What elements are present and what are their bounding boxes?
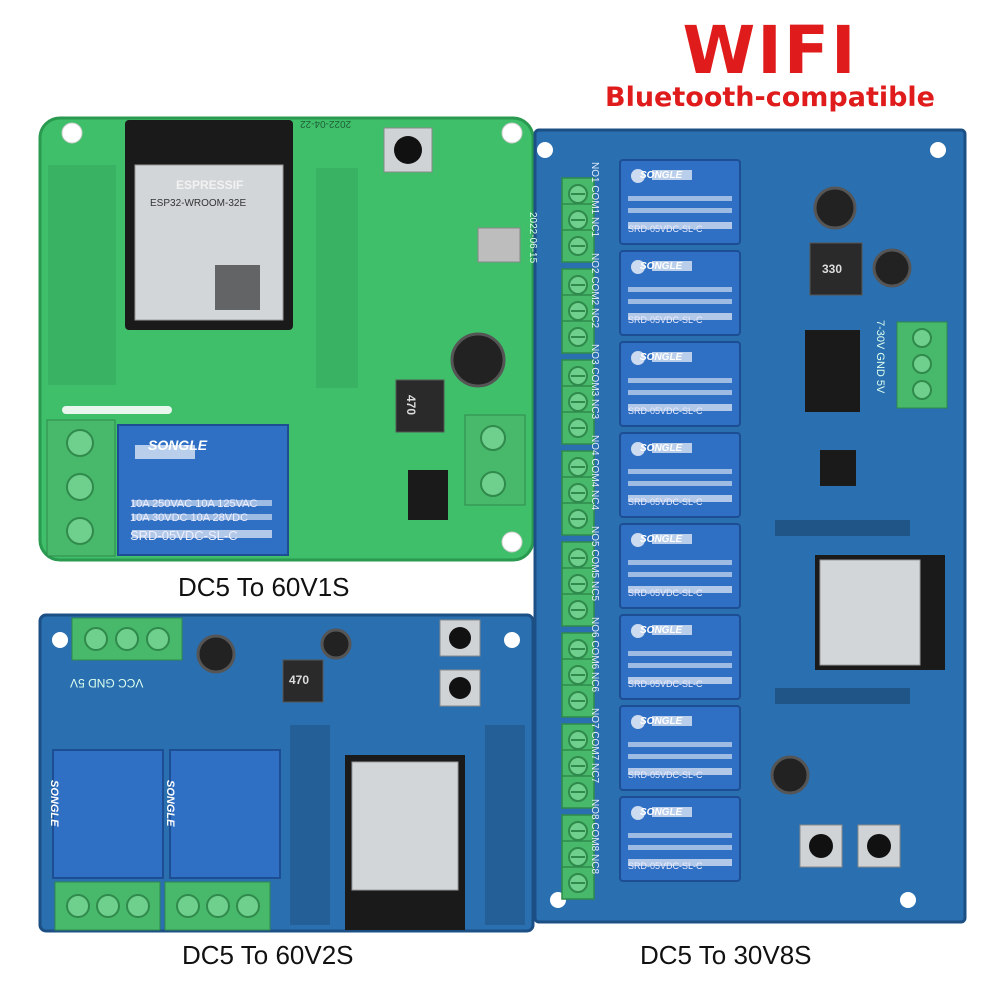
relay-model-8-1: SRD-05VDC-SL-C <box>628 224 703 234</box>
relay-brand-8-5: SONGLE <box>640 534 683 545</box>
relay-brand-2b: SONGLE <box>164 780 176 827</box>
module-model-1: ESP32-WROOM-32E <box>150 198 247 209</box>
relay-model-8-7: SRD-05VDC-SL-C <box>628 770 703 780</box>
headline-wifi: WIFI <box>682 12 858 89</box>
relay-rating-1a: 10A 250VAC 10A 125VAC <box>130 498 258 510</box>
pcb-date-3: 2022-06-15 <box>527 212 538 264</box>
terminal-label-2: NO2 COM2 NC2 <box>589 253 600 329</box>
relay-brand-8-7: SONGLE <box>640 716 683 727</box>
header-label-2: VCC GND 5V <box>70 676 144 690</box>
relay-model-8-2: SRD-05VDC-SL-C <box>628 315 703 325</box>
relay-brand-8-4: SONGLE <box>640 443 683 454</box>
inductor-label-2: 470 <box>289 673 310 687</box>
input-label-3: 7-30V GND 5V <box>874 320 886 394</box>
caption-board-1: DC5 To 60V1S <box>178 572 350 602</box>
caption-board-2: DC5 To 60V2S <box>182 940 354 970</box>
relay-brand-8-1: SONGLE <box>640 170 683 181</box>
relay-brand-8-2: SONGLE <box>640 261 683 272</box>
inductor-label-3: 330 <box>822 262 843 276</box>
relay-brand-8-8: SONGLE <box>640 807 683 818</box>
relay-brand-8-6: SONGLE <box>640 625 683 636</box>
inductor-label-1: 470 <box>404 394 419 416</box>
relay-model-8-5: SRD-05VDC-SL-C <box>628 588 703 598</box>
terminal-label-1: NO1 COM1 NC1 <box>589 162 600 238</box>
relay-model-8-4: SRD-05VDC-SL-C <box>628 497 703 507</box>
module-brand-1: ESPRESSIF <box>176 178 244 192</box>
board-green-1-relay <box>38 116 535 562</box>
relay-rating-1b: 10A 30VDC 10A 28VDC <box>130 512 249 524</box>
terminal-label-8: NO8 COM8 NC8 <box>589 799 600 875</box>
relay-brand-2a: SONGLE <box>48 780 60 827</box>
terminal-label-7: NO7 COM7 NC7 <box>589 708 600 784</box>
terminal-label-6: NO6 COM6 NC6 <box>589 617 600 693</box>
board-blue-2-relay <box>38 613 535 933</box>
pcb-date-1: 2022-04-22 <box>300 118 352 129</box>
board-blue-8-relay <box>533 128 967 924</box>
relay-model-8-8: SRD-05VDC-SL-C <box>628 861 703 871</box>
relay-model-8-3: SRD-05VDC-SL-C <box>628 406 703 416</box>
headline-bluetooth: Bluetooth-compatible <box>605 82 935 113</box>
terminal-label-4: NO4 COM4 NC4 <box>589 435 600 511</box>
relay-brand-1: SONGLE <box>148 437 208 453</box>
relay-model-8-6: SRD-05VDC-SL-C <box>628 679 703 689</box>
relay-brand-8-3: SONGLE <box>640 352 683 363</box>
relay-model-1: SRD-05VDC-SL-C <box>130 528 238 543</box>
caption-board-3: DC5 To 30V8S <box>640 940 812 970</box>
terminal-label-5: NO5 COM5 NC5 <box>589 526 600 602</box>
terminal-label-3: NO3 COM3 NC3 <box>589 344 600 420</box>
